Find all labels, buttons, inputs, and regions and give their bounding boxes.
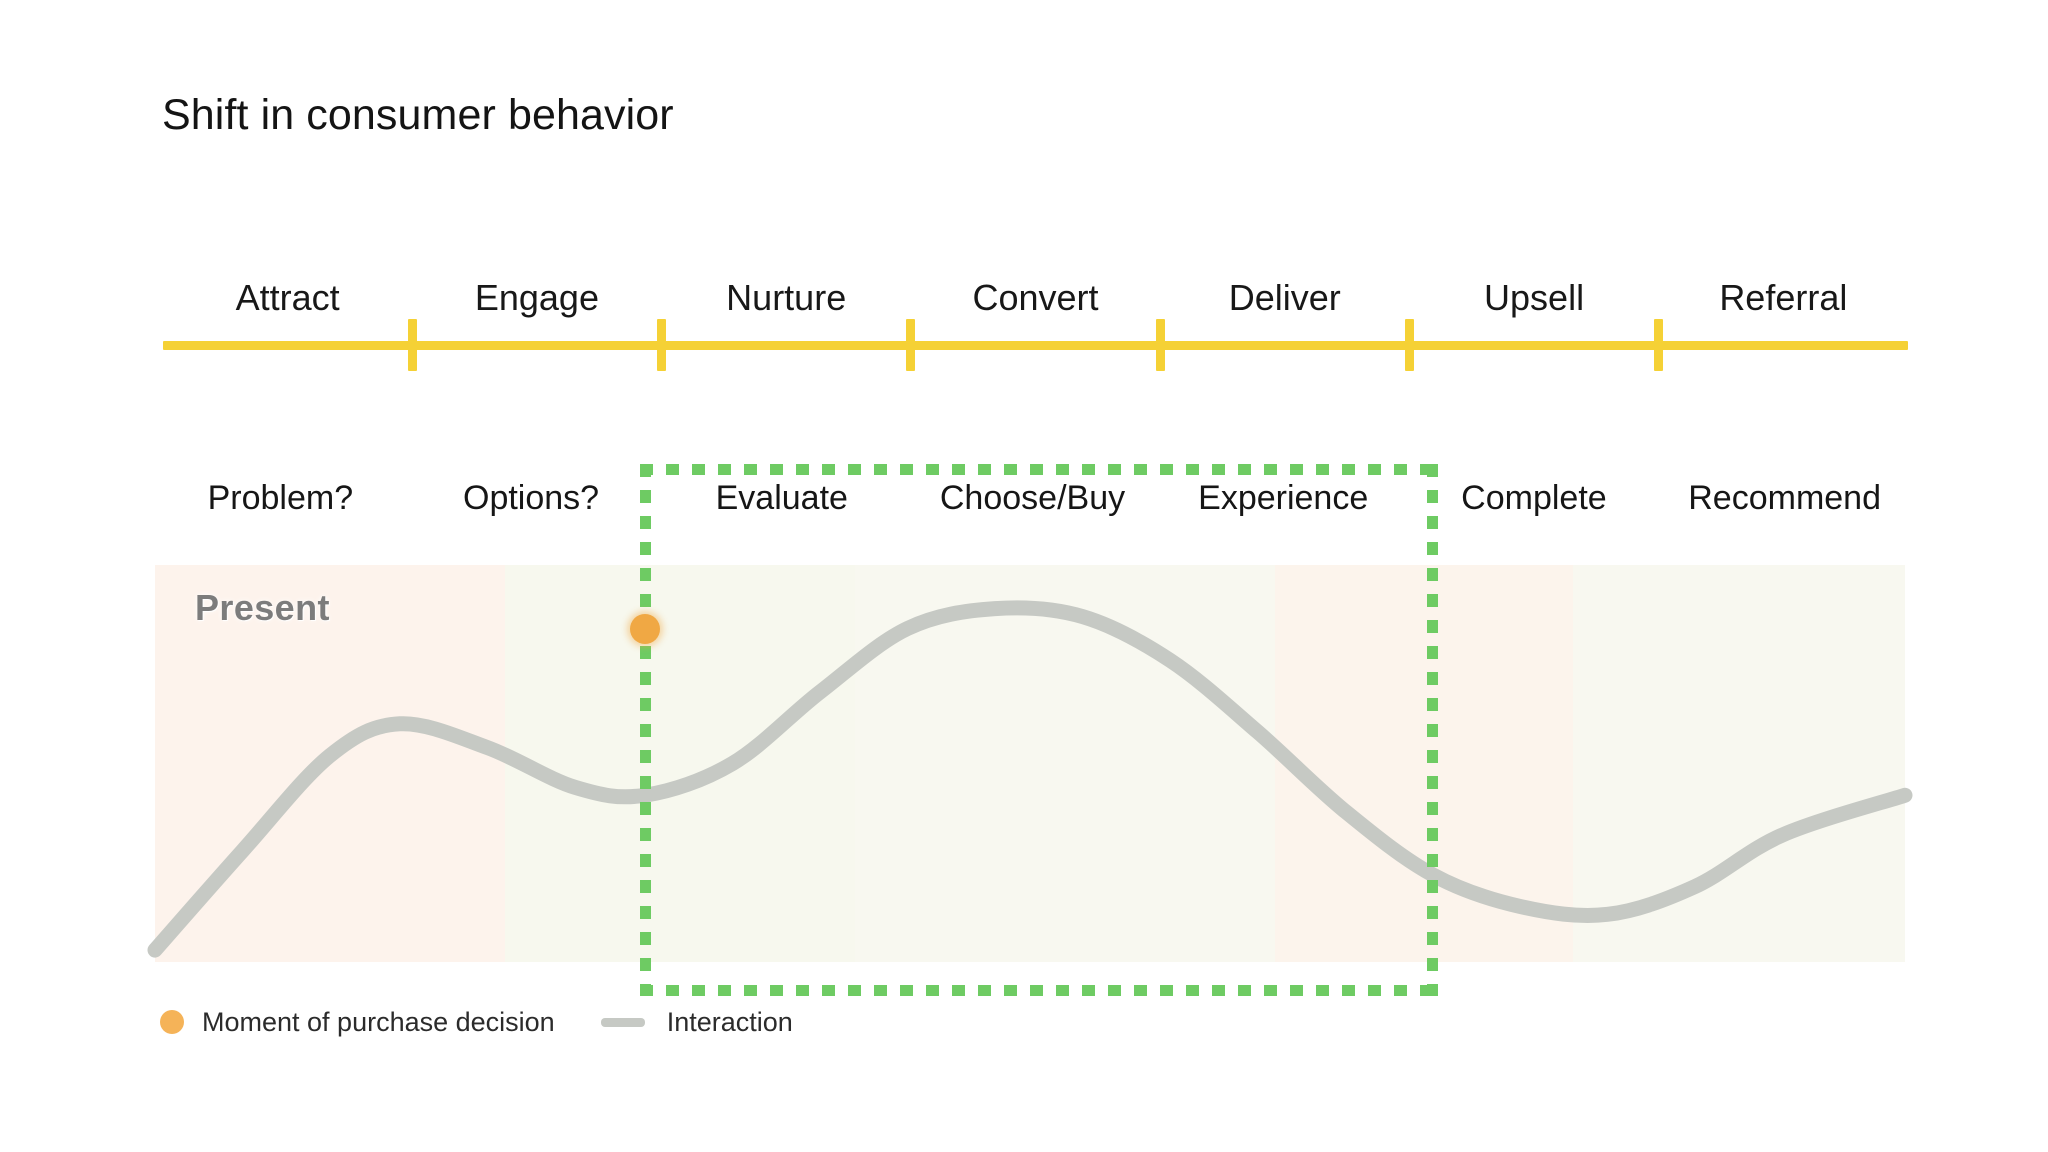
funnel-label-deliver[interactable]: Deliver [1228,277,1341,318]
highlight-border-top [640,464,1438,475]
funnel-timeline: Attract Engage Nurture Convert Deliver Upsell… [163,275,1908,385]
funnel-tick-3 [906,319,916,371]
highlight-region-box[interactable] [640,464,1438,996]
highlight-border-left [640,464,651,996]
legend-item-purchase-decision: Moment of purchase decision [160,1006,555,1037]
journey-stage-choose-buy[interactable]: Choose/Buy [939,479,1126,517]
journey-stage-options[interactable]: Options? [463,479,600,517]
funnel-tick-5 [1404,319,1414,371]
chart-band-4 [1572,565,1905,962]
present-annotation: Present [195,587,330,628]
funnel-axis-line [163,341,1908,350]
funnel-label-upsell[interactable]: Upsell [1484,277,1585,318]
chart-band-3 [1275,565,1573,962]
funnel-label-nurture[interactable]: Nurture [726,277,847,318]
journey-stage-problem[interactable]: Problem? [207,479,354,517]
funnel-tick-4 [1155,319,1165,371]
funnel-label-attract[interactable]: Attract [235,277,340,318]
funnel-label-convert[interactable]: Convert [972,277,1099,318]
legend-purchase-label: Moment of purchase decision [202,1006,555,1037]
chart-curve-svg [147,600,1913,958]
funnel-tick-6 [1654,319,1664,371]
funnel-tick-1 [407,319,417,371]
chart-legend: Moment of purchase decision Interaction [160,1000,793,1044]
interaction-chart: Present [147,565,1913,962]
page-title: Shift in consumer behavior [162,91,674,139]
funnel-label-engage[interactable]: Engage [474,277,599,318]
journey-stage-experience[interactable]: Experience [1198,479,1369,517]
legend-interaction-label: Interaction [666,1006,793,1037]
chart-band-2 [855,565,1275,962]
journey-stage-recommend[interactable]: Recommend [1688,479,1881,517]
funnel-tick-2 [657,319,667,371]
funnel-label-referral[interactable]: Referral [1719,277,1848,318]
journey-stage-evaluate[interactable]: Evaluate [715,479,848,517]
journey-stage-labels: Problem? Options? Evaluate Choose/Buy Experi… [155,478,1910,538]
purchase-decision-dot[interactable] [630,613,660,644]
legend-orange-dot-icon [160,1010,184,1034]
legend-item-interaction: Interaction [600,1006,793,1037]
journey-stage-complete[interactable]: Complete [1461,479,1607,517]
legend-gray-line-icon [600,1017,645,1027]
highlight-border-right [1426,464,1438,996]
highlight-border-bottom [640,985,1438,996]
interaction-curve [147,600,1913,958]
chart-band-1 [505,565,855,962]
